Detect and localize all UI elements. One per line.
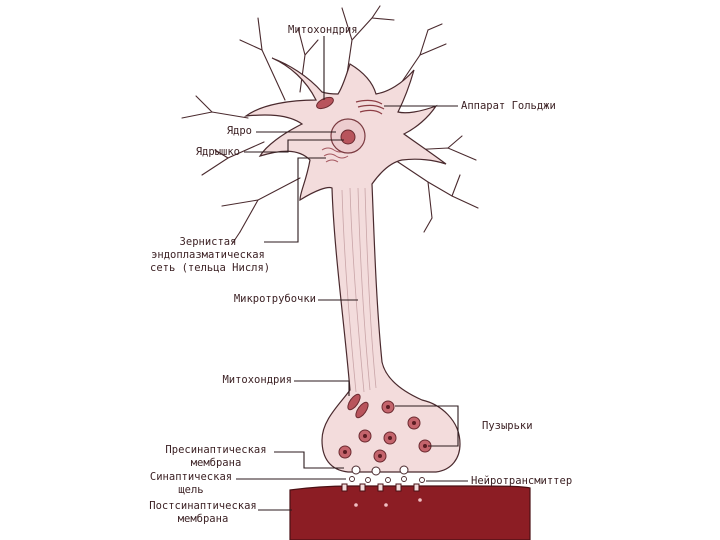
label-presynaptic: Пресинаптическая мембрана (160, 444, 272, 470)
label-cleft: Синаптическая щель (148, 471, 234, 497)
leader-er (264, 157, 326, 243)
neuron-body (243, 57, 461, 473)
vesicle-cores (343, 405, 427, 458)
label-rough-er: Зернистая эндоплазматическая сеть (тельц… (150, 236, 271, 275)
leader-lines (236, 36, 468, 511)
postsynaptic-cell (289, 485, 531, 540)
release-vesicles (351, 465, 409, 476)
label-postsynaptic-line1: Постсинаптическая (149, 500, 257, 512)
label-neurotransmitter: Нейротрансмиттер (471, 475, 573, 487)
label-cleft-line1: Синаптическая (149, 471, 233, 483)
label-mitochondria-axon: Митохондрия (222, 374, 292, 386)
label-mitochondria-top: Митохондрия (288, 24, 358, 36)
mitochondrion-axon-2 (355, 401, 369, 419)
leader-vesicles (395, 405, 459, 447)
mitochondrion-soma (316, 96, 334, 110)
leader-mitochondria-axon (294, 380, 350, 396)
label-rough-er-line3: сеть (тельца Нисля) (150, 262, 271, 274)
label-rough-er-line1: Зернистая (179, 236, 237, 248)
label-nucleolus: Ядрышко (195, 146, 240, 158)
neurotransmitter-molecules (349, 476, 425, 483)
leader-presynaptic (274, 451, 344, 469)
label-vesicles: Пузырьки (482, 420, 533, 432)
receptors (341, 483, 420, 492)
label-cleft-line2: щель (178, 484, 204, 496)
label-presynaptic-line2: мембрана (190, 457, 242, 469)
dendrites (181, 5, 479, 245)
label-rough-er-line2: эндоплазматическая (151, 249, 265, 261)
label-postsynaptic-line2: мембрана (177, 513, 229, 525)
golgi-apparatus (355, 99, 385, 115)
label-microtubules: Микротрубочки (233, 293, 316, 305)
mitochondrion-axon-1 (347, 393, 361, 411)
label-golgi: Аппарат Гольджи (461, 100, 556, 112)
label-nucleus: Ядро (226, 125, 252, 137)
microtubule-fibers (341, 187, 377, 393)
label-presynaptic-line1: Пресинаптическая (165, 444, 267, 456)
postsynaptic-dots (354, 498, 422, 507)
leader-nucleolus (244, 139, 344, 153)
label-postsynaptic: Постсинаптическая мембрана (148, 500, 258, 526)
nucleolus (340, 129, 356, 145)
